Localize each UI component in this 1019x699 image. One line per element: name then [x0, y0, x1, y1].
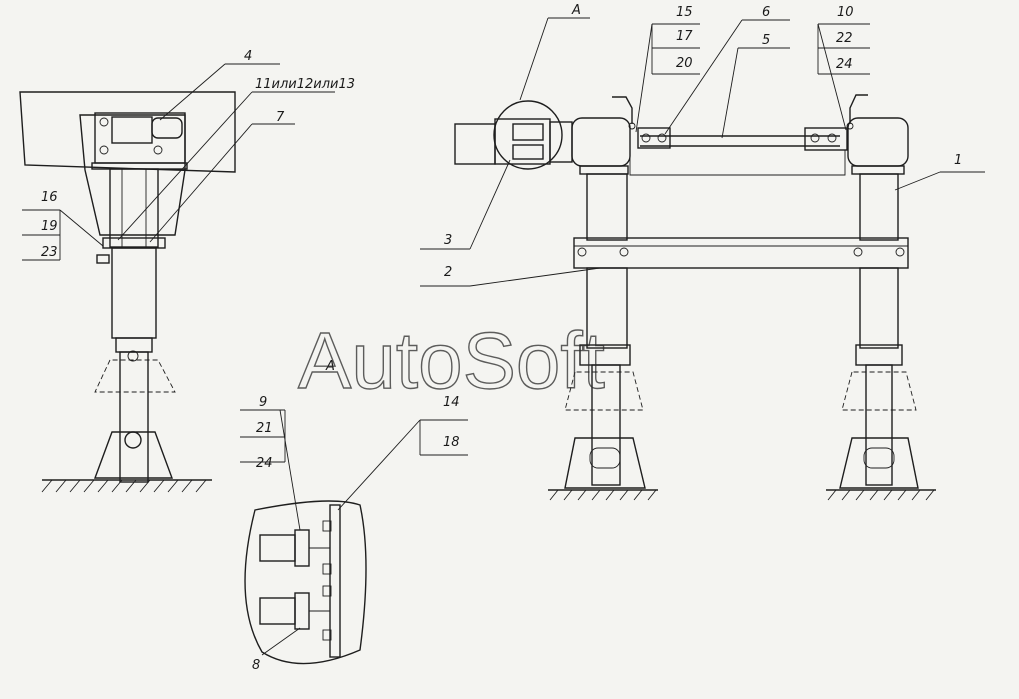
rod-coupling-right	[804, 127, 848, 151]
callout-15: 15	[676, 5, 693, 20]
lower-bracket	[259, 597, 296, 625]
foot-pivot	[124, 431, 142, 449]
outer-tube-lower	[111, 247, 157, 339]
left-inner-leg	[591, 364, 621, 486]
vehicle-body-outline	[19, 91, 236, 173]
callout-3: 3	[444, 233, 452, 248]
side-view	[19, 91, 236, 493]
bracket-box	[494, 118, 551, 165]
callout-23: 23	[41, 245, 58, 260]
left-lever	[612, 96, 633, 124]
bolt	[153, 145, 163, 155]
callout-4: 4	[244, 49, 252, 64]
lock-handle	[151, 117, 183, 139]
right-lever	[849, 94, 868, 124]
callout-10: 10	[837, 5, 854, 20]
callout-21: 21	[256, 421, 273, 436]
callout-14: 14	[443, 395, 460, 410]
callout-19: 19	[41, 219, 58, 234]
callout-20: 20	[676, 56, 693, 71]
right-column-upper	[859, 173, 899, 241]
mounting-plate	[329, 504, 341, 658]
callout-9: 9	[259, 395, 267, 410]
front-view	[454, 94, 936, 501]
front-view-leaders	[420, 17, 985, 287]
right-head	[847, 117, 909, 167]
pin	[512, 144, 544, 160]
right-inner-leg	[865, 364, 893, 486]
detail-a-circle	[493, 100, 563, 170]
callout-22: 22	[836, 31, 853, 46]
detail-a-view	[240, 409, 468, 665]
bolt	[99, 117, 109, 127]
ground-hatch	[41, 479, 207, 493]
callout-17: 17	[676, 29, 693, 44]
callout-7: 7	[276, 110, 285, 125]
left-retracted-outline	[564, 371, 644, 411]
callout-1: 1	[954, 153, 962, 168]
callout-11-12-13: 11или12или13	[255, 77, 355, 92]
tube-collar	[115, 337, 153, 353]
right-foot	[839, 437, 919, 489]
upper-clamp	[294, 529, 310, 567]
callout-labels: A A 1 2 3 4 5 6 7 8 9 10 11или12или13 14…	[41, 3, 962, 673]
outer-tube-upper	[109, 168, 159, 248]
callout-5: 5	[762, 33, 770, 48]
view-a-label: A	[571, 3, 581, 18]
upper-bracket	[259, 534, 296, 562]
callout-2: 2	[444, 265, 452, 280]
left-foot	[564, 437, 646, 489]
crossbeam	[573, 237, 909, 269]
callout-6: 6	[762, 5, 770, 20]
support-bracket	[79, 114, 186, 236]
bolt	[99, 145, 109, 155]
left-column-upper	[586, 173, 628, 241]
inner-leg	[119, 351, 149, 483]
clamp-lever	[96, 254, 110, 264]
pin	[512, 123, 544, 141]
detail-a-label: A	[325, 359, 335, 374]
detail-outline	[244, 500, 367, 665]
callout-24-left: 24	[256, 456, 273, 471]
right-head-flange	[851, 165, 905, 175]
callout-18: 18	[443, 435, 460, 450]
foot-base	[93, 431, 174, 479]
lower-clamp	[294, 592, 310, 630]
right-retracted-outline	[841, 371, 917, 411]
callout-8: 8	[252, 658, 260, 673]
watermark: AutoSoft	[298, 316, 605, 405]
rod-coupling-left	[637, 127, 671, 149]
lock-housing	[111, 116, 153, 144]
left-head	[571, 117, 631, 167]
callout-24-right: 24	[836, 57, 853, 72]
callout-16: 16	[41, 190, 58, 205]
retracted-foot-outline	[94, 359, 176, 393]
left-head-flange	[579, 165, 629, 175]
side-view-leaders	[22, 63, 335, 261]
right-column-lower	[859, 267, 899, 349]
bracket	[454, 123, 496, 165]
